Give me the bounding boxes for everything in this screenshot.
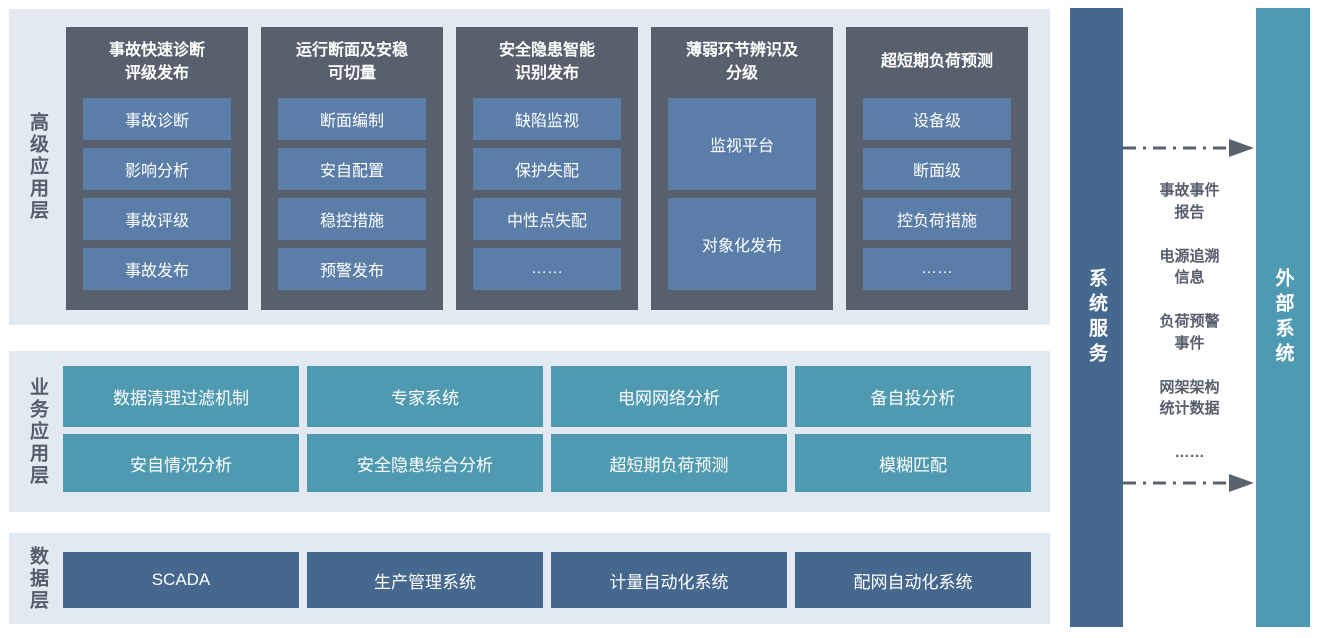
app-column-title: 事故快速诊断 评级发布 <box>108 42 205 82</box>
app-item: 预警发布 <box>278 248 426 290</box>
dash-dot-arrow-right-icon <box>1123 138 1256 158</box>
business-item: 备自投分析 <box>795 366 1031 427</box>
app-column-title: 运行断面及安稳 可切量 <box>295 42 408 82</box>
app-item: 影响分析 <box>83 148 231 190</box>
app-item: 安自配置 <box>278 148 426 190</box>
app-column-hidden-danger: 安全隐患智能 识别发布 缺陷监视 保护失配 中性点失配 …… <box>456 27 638 310</box>
business-item: 专家系统 <box>307 366 543 427</box>
app-item: 事故诊断 <box>83 98 231 140</box>
app-item: 断面编制 <box>278 98 426 140</box>
app-column-items: 缺陷监视 保护失配 中性点失配 …… <box>456 98 638 290</box>
app-column-weak-link: 薄弱环节辨识及 分级 监视平台 对象化发布 <box>651 27 833 310</box>
app-item: 中性点失配 <box>473 198 621 240</box>
data-source-item: SCADA <box>63 552 299 608</box>
app-item: 断面级 <box>863 148 1011 190</box>
data-items-grid: SCADA 生产管理系统 计量自动化系统 配网自动化系统 <box>63 552 1031 608</box>
app-item: 事故发布 <box>83 248 231 290</box>
app-column-title: 安全隐患智能 识别发布 <box>498 42 595 82</box>
business-item: 电网网络分析 <box>551 366 787 427</box>
app-column-items: 断面编制 安自配置 稳控措施 预警发布 <box>261 98 443 290</box>
app-item: 对象化发布 <box>668 198 816 290</box>
layer-panel-business: 业务应用层 数据清理过滤机制 专家系统 电网网络分析 备自投分析 安自情况分析 … <box>9 351 1050 512</box>
app-item: 保护失配 <box>473 148 621 190</box>
app-item: 事故评级 <box>83 198 231 240</box>
business-item: 数据清理过滤机制 <box>63 366 299 427</box>
business-item: 模糊匹配 <box>795 434 1031 492</box>
data-source-item: 计量自动化系统 <box>551 552 787 608</box>
exchange-data-item: 事故事件 报告 <box>1159 182 1220 221</box>
external-system-bar: 外部系统 <box>1256 8 1310 627</box>
app-column-load-forecast: 超短期负荷预测 设备级 断面级 控负荷措施 …… <box>846 27 1028 310</box>
app-column-title: 超短期负荷预测 <box>880 53 993 71</box>
app-column-operation-section: 运行断面及安稳 可切量 断面编制 安自配置 稳控措施 预警发布 <box>261 27 443 310</box>
system-service-bar: 系统服务 <box>1070 8 1123 627</box>
layer-label-data: 数据层 <box>27 545 48 612</box>
data-source-item: 生产管理系统 <box>307 552 543 608</box>
app-item: …… <box>473 248 621 290</box>
app-column-items: 事故诊断 影响分析 事故评级 事故发布 <box>66 98 248 290</box>
app-item: 设备级 <box>863 98 1011 140</box>
exchange-data-item: 网架架构 统计数据 <box>1159 378 1220 418</box>
exchange-data-list: 事故事件 报告 电源追溯 信息 负荷预警 事件 网架架构 统计数据 …… <box>1123 180 1256 464</box>
exchange-data-item: …… <box>1174 444 1205 461</box>
layer-panel-advanced: 高级应用层 事故快速诊断 评级发布 事故诊断 影响分析 事故评级 事故发布 运行… <box>9 9 1050 325</box>
app-column-items: 设备级 断面级 控负荷措施 …… <box>846 98 1028 290</box>
app-item: 缺陷监视 <box>473 98 621 140</box>
app-item: …… <box>863 248 1011 290</box>
app-column-title: 薄弱环节辨识及 分级 <box>685 42 798 82</box>
dash-dot-arrow-right-icon <box>1123 473 1256 493</box>
app-columns: 事故快速诊断 评级发布 事故诊断 影响分析 事故评级 事故发布 运行断面及安稳 … <box>66 27 1028 310</box>
exchange-data-item: 负荷预警 事件 <box>1159 313 1220 352</box>
business-item: 安自情况分析 <box>63 434 299 492</box>
app-column-accident-diagnosis: 事故快速诊断 评级发布 事故诊断 影响分析 事故评级 事故发布 <box>66 27 248 310</box>
app-item: 稳控措施 <box>278 198 426 240</box>
layer-label-business: 业务应用层 <box>27 376 48 487</box>
layer-panel-data: 数据层 SCADA 生产管理系统 计量自动化系统 配网自动化系统 <box>9 533 1050 624</box>
business-item: 安全隐患综合分析 <box>307 434 543 492</box>
app-column-items: 监视平台 对象化发布 <box>651 98 833 290</box>
data-source-item: 配网自动化系统 <box>795 552 1031 608</box>
business-items-grid: 数据清理过滤机制 专家系统 电网网络分析 备自投分析 安自情况分析 安全隐患综合… <box>63 366 1031 492</box>
business-item: 超短期负荷预测 <box>551 434 787 492</box>
app-item: 控负荷措施 <box>863 198 1011 240</box>
app-item: 监视平台 <box>668 98 816 190</box>
exchange-data-item: 电源追溯 信息 <box>1159 247 1220 287</box>
layer-label-advanced: 高级应用层 <box>27 112 48 222</box>
